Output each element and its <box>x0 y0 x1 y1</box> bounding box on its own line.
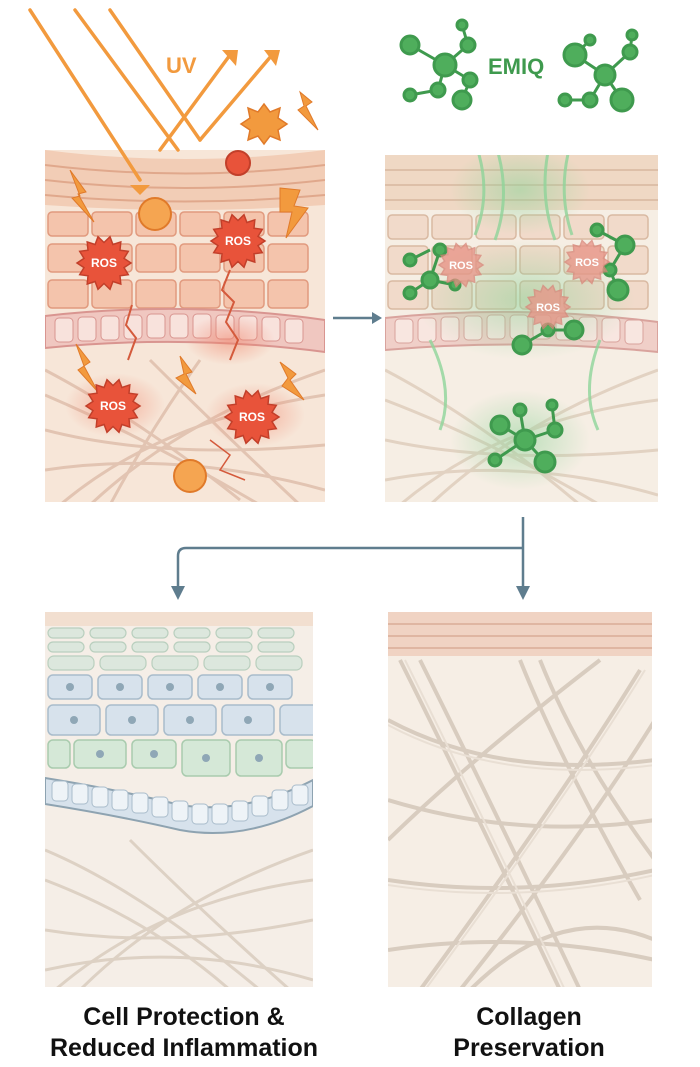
emiq-molecule-icon <box>511 319 585 356</box>
emiq-molecule-icon <box>589 222 636 302</box>
ros-burst-shape <box>223 389 281 445</box>
ros-burst: ROS <box>209 213 267 269</box>
ros-burst: ROS <box>563 239 611 285</box>
branch-arrowhead <box>516 586 530 600</box>
ros-label: ROS <box>239 410 265 424</box>
ros-burst-shape <box>84 378 142 434</box>
caption-line: Preservation <box>453 1034 605 1062</box>
sunburst-icon <box>239 102 289 146</box>
ros-burst: ROS <box>524 284 572 330</box>
ros-label: ROS <box>225 234 251 248</box>
uv-arrowhead <box>130 185 150 195</box>
collagen-caption: Collagen Preservation <box>390 1002 668 1064</box>
ros-burst: ROS <box>84 378 142 434</box>
ros-burst: ROS <box>437 242 485 288</box>
ros-burst: ROS <box>223 389 281 445</box>
emiq-molecule-icon <box>487 398 564 474</box>
emiq-label: EMIQ <box>488 54 544 79</box>
emiq-molecule-icon <box>557 28 639 113</box>
emiq-treatment-panel: EMIQ <box>385 18 658 502</box>
cell-protection-caption: Cell Protection & Reduced Inflammation <box>20 1002 348 1064</box>
ros-burst-shape <box>75 235 133 291</box>
ros-group-uv: ROS ROS ROS ROS <box>75 213 281 445</box>
uv-rays <box>28 8 274 182</box>
collagen-fibers <box>388 658 652 987</box>
lightning-icon <box>69 90 319 401</box>
uv-damage-panel: UV <box>28 8 325 502</box>
ros-burst-shape <box>437 242 485 288</box>
uv-arrowhead <box>222 50 238 66</box>
ros-group-emiq: ROS ROS ROS <box>437 239 611 330</box>
free-radical-particle <box>173 459 207 493</box>
caption-line: Cell Protection & <box>83 1003 285 1031</box>
ros-burst-shape <box>209 213 267 269</box>
collagen-preservation-panel <box>388 612 652 987</box>
caption-line: Collagen <box>476 1003 582 1031</box>
ros-label: ROS <box>575 257 599 269</box>
emiq-molecule-icon <box>402 242 462 301</box>
flow-arrowhead <box>372 312 382 324</box>
ros-burst-shape <box>563 239 611 285</box>
free-radical-particle <box>138 197 172 231</box>
branch-arrow <box>176 517 525 590</box>
uv-label: UV <box>166 53 197 78</box>
uv-arrowhead <box>264 50 280 66</box>
ros-burst-shape <box>524 284 572 330</box>
ros-label: ROS <box>449 260 473 272</box>
ros-label: ROS <box>536 302 560 314</box>
cell-protection-panel <box>45 612 313 987</box>
caption-line: Reduced Inflammation <box>49 1034 319 1062</box>
ros-burst: ROS <box>75 235 133 291</box>
branch-arrowhead <box>171 586 185 600</box>
ros-label: ROS <box>100 399 126 413</box>
emiq-waves <box>428 155 602 431</box>
free-radical-particle <box>225 150 251 176</box>
ros-label: ROS <box>91 256 117 270</box>
emiq-molecule-icon <box>399 18 479 111</box>
